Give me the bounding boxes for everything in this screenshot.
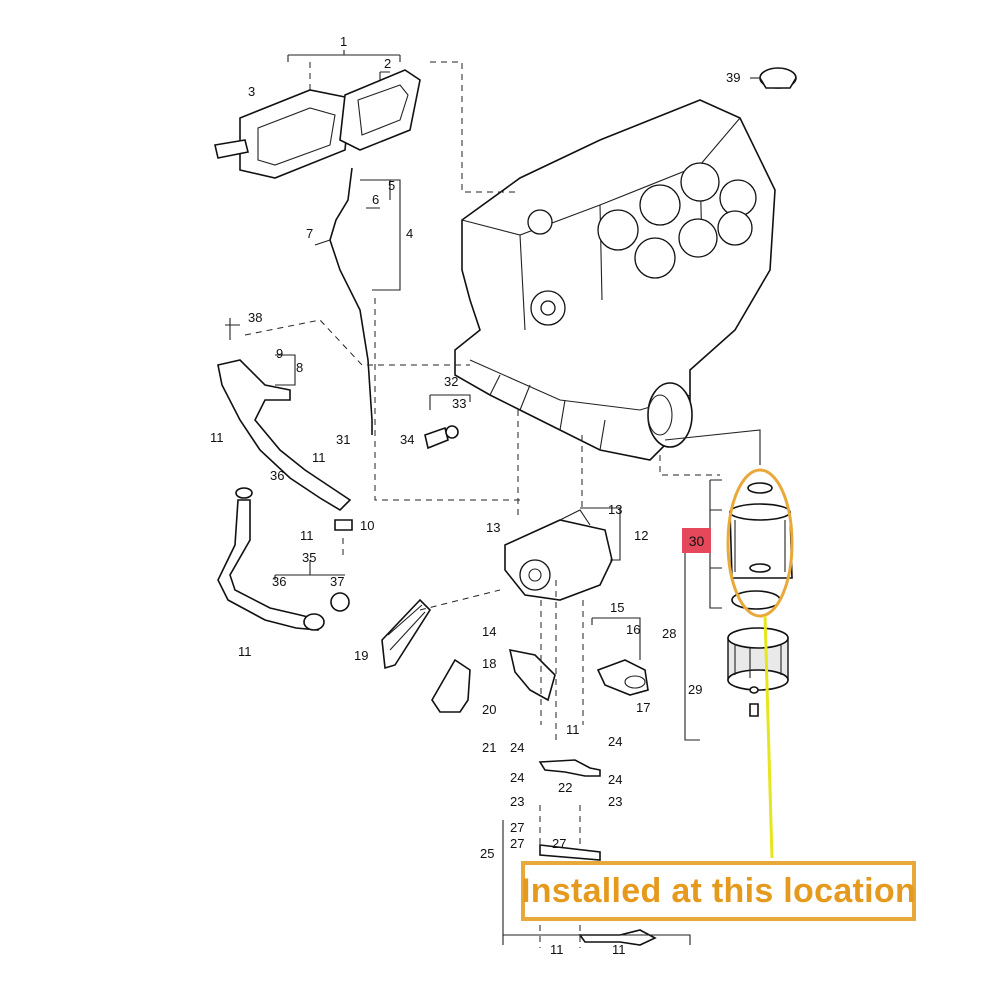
part-label-13a: 13 [486,520,500,535]
oil-pump [504,507,621,601]
part-label-27b: 27 [510,836,524,851]
part-label-24c: 24 [510,770,524,785]
oil-pipe-lower [502,759,691,946]
part-label-20: 20 [482,702,496,717]
oil-pressure-sensor [424,394,471,450]
part-label-8: 8 [296,360,303,375]
part-label-12: 12 [634,528,648,543]
part-label-28: 28 [662,626,676,641]
part-label-14: 14 [482,624,496,639]
coolant-pipe [217,318,470,560]
drive-chain [381,598,432,670]
part-label-9: 9 [276,346,283,361]
part-label-11d: 11 [238,644,252,659]
part-label-30: 30 [688,532,705,549]
dipstick-tube [314,167,520,501]
part-label-11g: 11 [612,942,626,957]
callout-text: Installed at this location [520,871,917,910]
part-label-11f: 11 [550,942,564,957]
part-label-21: 21 [482,740,496,755]
part-label-10: 10 [360,518,374,533]
part-label-13b: 13 [608,502,622,517]
oil-pickup [591,617,649,696]
lower-hose [217,487,350,631]
leader-lines [419,410,761,948]
baffle-plate [431,648,556,713]
part-label-34: 34 [400,432,414,447]
part-label-11a: 11 [210,430,224,445]
filter-assembly [684,479,793,741]
part-label-6: 6 [372,192,379,207]
part-label-32: 32 [444,374,458,389]
part-label-24b: 24 [608,734,622,749]
part-label-33: 33 [452,396,466,411]
part-label-4: 4 [406,226,413,241]
engine-block [454,99,776,461]
part-label-11c: 11 [300,528,314,543]
part-label-37: 37 [330,574,344,589]
highlighted-part-label-30: 30 [682,528,711,553]
part-label-1: 1 [340,34,347,49]
part-label-3: 3 [248,84,255,99]
part-label-31: 31 [336,432,350,447]
oil-filler-cap [750,67,797,89]
part-label-17: 17 [636,700,650,715]
part-label-27a: 27 [510,820,524,835]
part-label-18: 18 [482,656,496,671]
part-label-38: 38 [248,310,262,325]
part-label-16: 16 [626,622,640,637]
part-label-27c: 27 [552,836,566,851]
part-label-35: 35 [302,550,316,565]
part-label-11e: 11 [566,722,580,737]
part-label-29: 29 [688,682,702,697]
part-label-7: 7 [306,226,313,241]
part-label-25: 25 [480,846,494,861]
part-label-36a: 36 [270,468,284,483]
part-label-11b: 11 [312,450,326,465]
part-label-24d: 24 [608,772,622,787]
filter-highlight-ellipse [726,468,794,618]
part-label-24a: 24 [510,740,524,755]
pointer-line [763,615,774,859]
part-label-36b: 36 [272,574,286,589]
part-label-2: 2 [384,56,391,71]
oil-cooler [214,69,421,179]
part-label-39: 39 [726,70,740,85]
part-label-19: 19 [354,648,368,663]
part-label-15: 15 [610,600,624,615]
part-label-23b: 23 [608,794,622,809]
part-label-5: 5 [388,178,395,193]
part-labels: 1 2 3 39 5 6 4 7 38 9 8 32 33 11 31 34 1… [210,34,740,957]
part-label-23a: 23 [510,794,524,809]
installation-callout: Installed at this location [521,861,916,921]
part-label-22: 22 [558,780,572,795]
